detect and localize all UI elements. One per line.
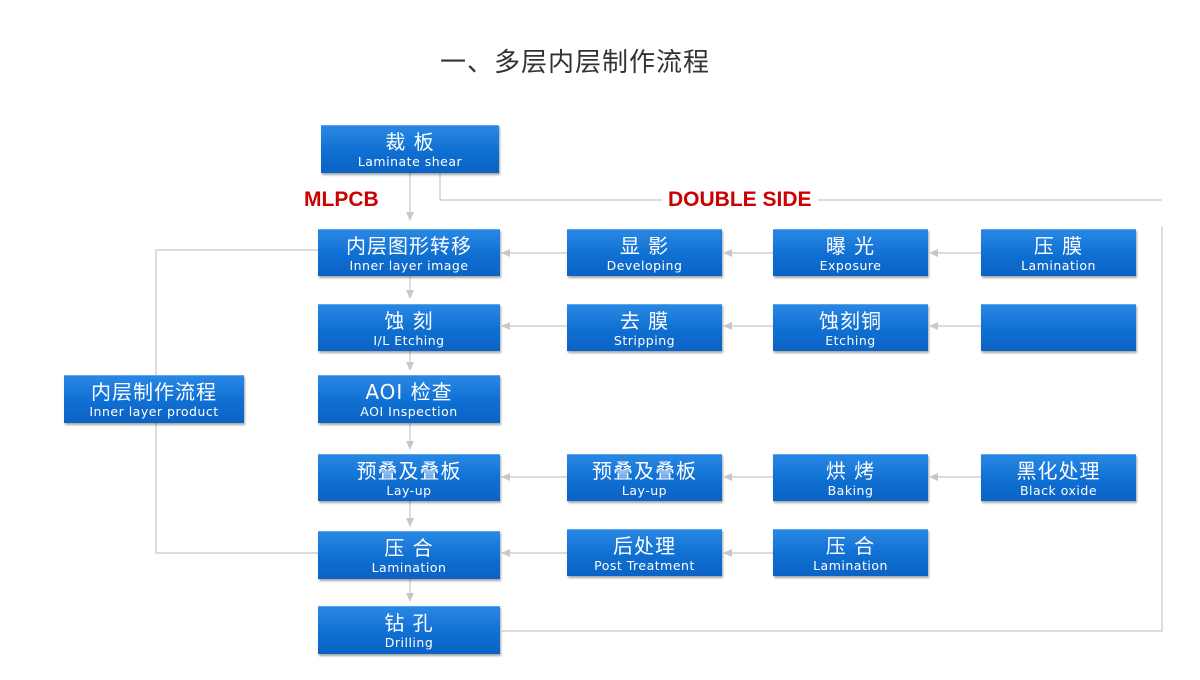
mlpcb-label: MLPCB [298,188,385,212]
box-layup-main: 预叠及叠板 Lay-up [318,454,500,501]
box-zh-label: 压 合 [384,536,434,560]
box-zh-label: 去 膜 [619,309,670,333]
box-en-label: Drilling [384,635,434,650]
double-side-label: DOUBLE SIDE [662,188,818,212]
box-en-label: Lamination [813,558,888,573]
box-baking: 烘 烤 Baking [773,454,928,501]
box-zh-label: AOI 检查 [365,380,453,404]
box-inner-layer-image: 内层图形转移 Inner layer image [318,229,500,276]
box-il-etching: 蚀 刻 I/L Etching [318,304,500,351]
box-layup-second: 预叠及叠板 Lay-up [567,454,722,501]
box-laminate-shear: 裁 板 Laminate shear [321,125,499,173]
box-en-label: Baking [827,483,874,498]
box-exposure: 曝 光 Exposure [773,229,928,276]
box-en-label: Etching [825,333,876,348]
page-title: 一、多层内层制作流程 [439,48,710,78]
box-stripping: 去 膜 Stripping [567,304,722,351]
box-blank [981,304,1136,351]
box-en-label: Lay-up [621,483,668,498]
box-zh-label: 曝 光 [825,234,876,258]
box-lamination-main: 压 合 Lamination [318,531,500,579]
box-en-label: Lay-up [386,483,432,498]
box-drilling: 钻 孔 Drilling [318,606,500,654]
box-post-treatment: 后处理 Post Treatment [567,529,722,576]
box-zh-label: 压 合 [825,534,876,558]
double-side-line [439,173,1162,201]
box-black-oxide: 黑化处理 Black oxide [981,454,1136,501]
box-zh-label: 预叠及叠板 [592,459,697,483]
box-lamination-film: 压 膜 Lamination [981,229,1136,276]
box-etching-copper: 蚀刻铜 Etching [773,304,928,351]
box-zh-label: 显 影 [619,234,670,258]
box-zh-label: 蚀 刻 [384,309,434,333]
box-en-label: I/L Etching [373,333,445,348]
box-zh-label: 烘 烤 [825,459,876,483]
box-zh-label: 蚀刻铜 [819,309,882,333]
box-inner-layer-product: 内层制作流程 Inner layer product [64,375,244,423]
box-en-label: Inner layer product [89,404,219,419]
box-en-label: AOI Inspection [360,404,458,419]
box-en-label: Inner layer image [349,258,469,273]
box-en-label: Developing [606,258,683,273]
box-en-label: Post Treatment [594,558,695,573]
box-zh-label: 钻 孔 [384,611,434,635]
box-zh-label: 内层图形转移 [346,234,472,258]
box-zh-label: 压 膜 [1033,234,1084,258]
box-en-label: Laminate shear [357,154,463,169]
box-en-label: Exposure [819,258,882,273]
box-zh-label: 裁 板 [385,130,435,154]
box-zh-label: 内层制作流程 [91,380,217,404]
box-zh-label: 后处理 [613,534,676,558]
box-en-label: Stripping [613,333,676,348]
box-en-label: Lamination [371,560,447,575]
box-en-label: Lamination [1021,258,1096,273]
box-developing: 显 影 Developing [567,229,722,276]
double-side-return-line [502,226,1163,632]
box-lamination-second: 压 合 Lamination [773,529,928,576]
box-zh-label: 黑化处理 [1016,459,1101,483]
box-zh-label: 预叠及叠板 [356,459,462,483]
box-aoi-inspection: AOI 检查 AOI Inspection [318,375,500,423]
box-en-label: Black oxide [1019,483,1098,498]
